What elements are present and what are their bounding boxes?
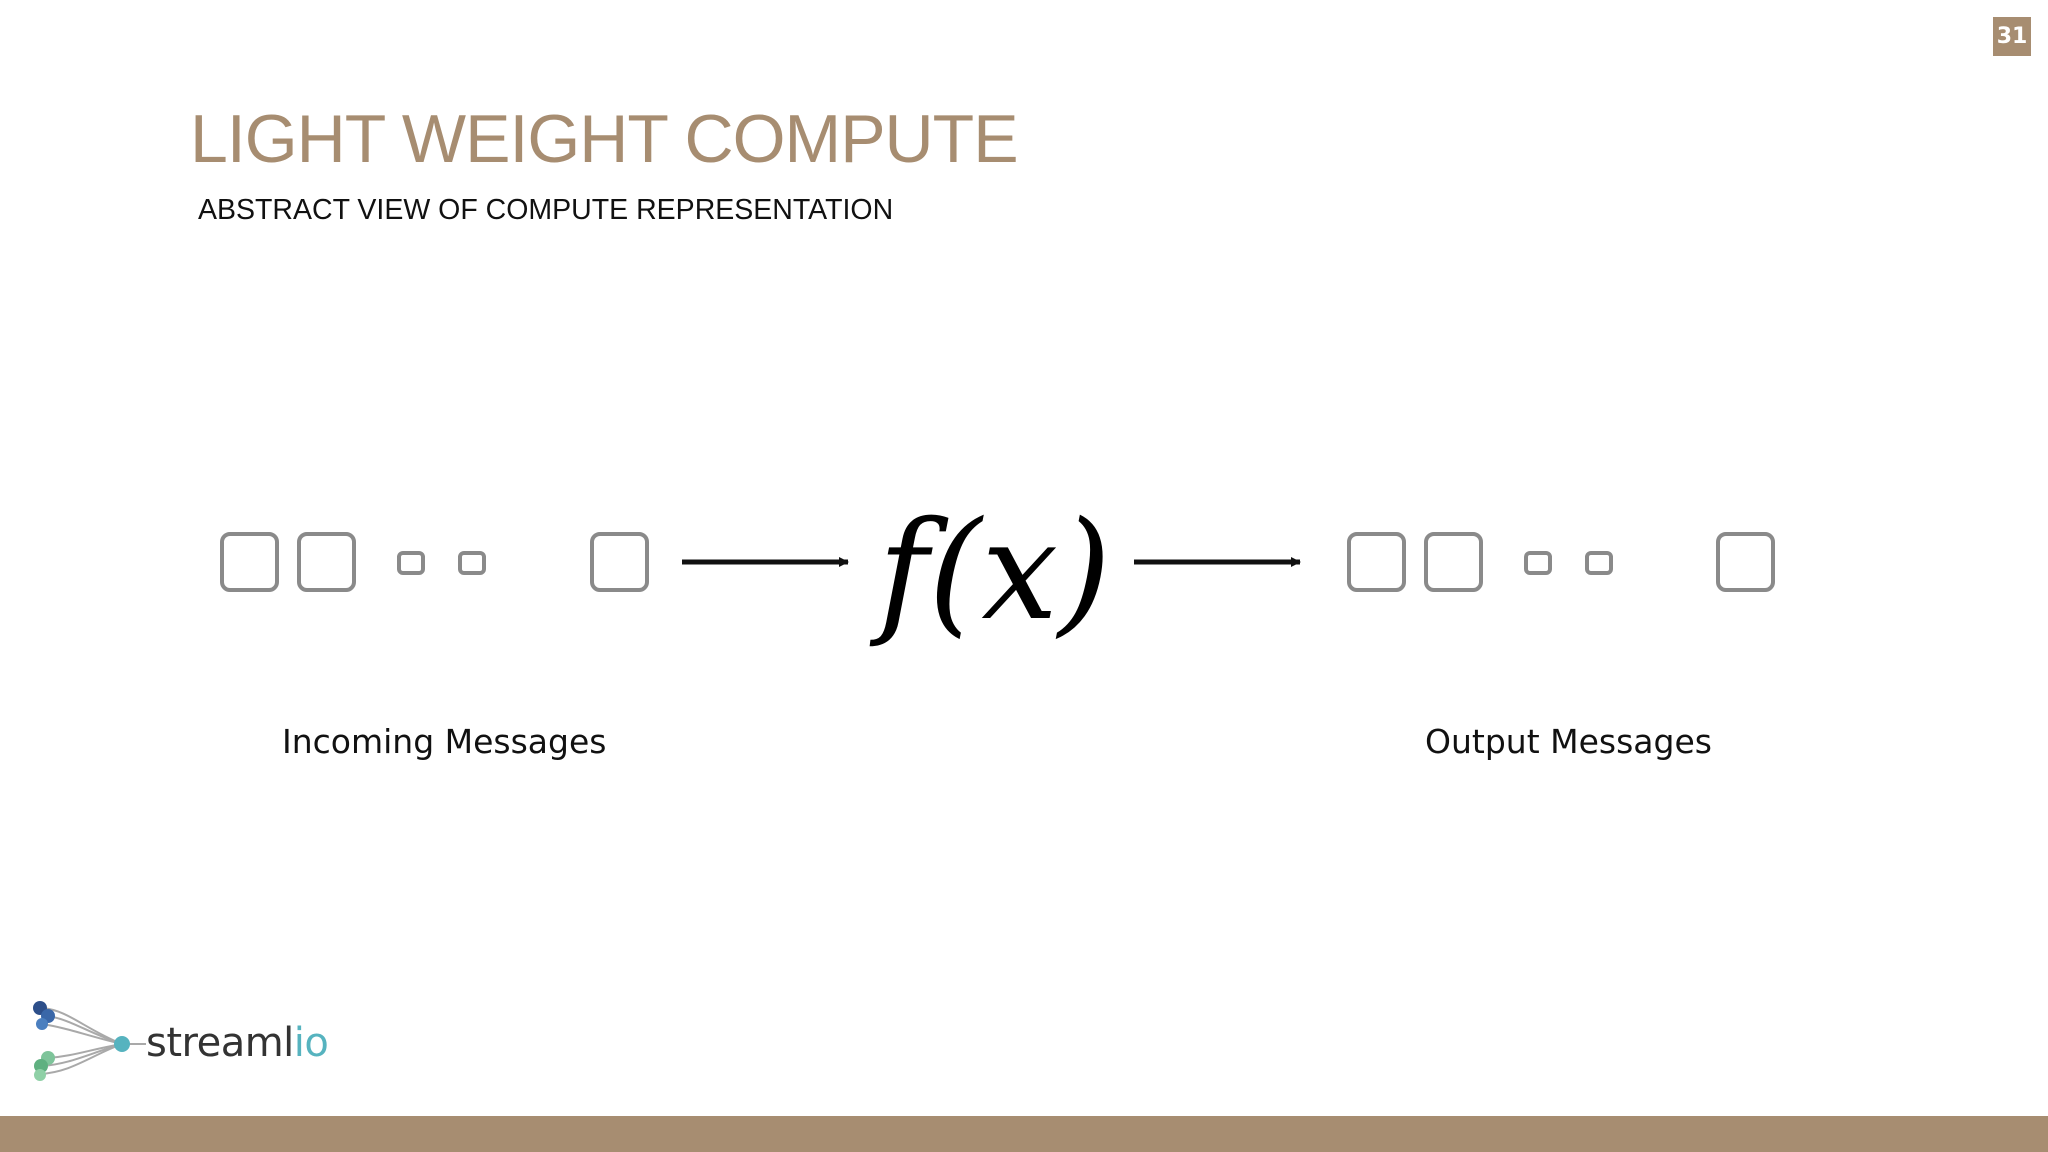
output-ellipsis-box — [1585, 551, 1613, 575]
incoming-message-box — [590, 532, 649, 592]
slide-title: LIGHT WEIGHT COMPUTE — [190, 101, 1019, 177]
output-ellipsis-box — [1524, 551, 1552, 575]
streamlio-logo: streamlio — [28, 998, 329, 1088]
output-message-box — [1716, 532, 1775, 592]
streamlio-wordmark: streamlio — [146, 1020, 329, 1066]
incoming-messages-label: Incoming Messages — [282, 722, 607, 761]
output-message-box — [1347, 532, 1406, 592]
footer-bar — [0, 1116, 2048, 1152]
output-message-box — [1424, 532, 1483, 592]
incoming-ellipsis-box — [397, 551, 425, 575]
slide-subtitle: ABSTRACT VIEW OF COMPUTE REPRESENTATION — [198, 194, 894, 226]
incoming-ellipsis-box — [458, 551, 486, 575]
output-messages-group — [1347, 532, 1775, 592]
page-number-badge: 31 — [1993, 17, 2031, 56]
incoming-message-box — [220, 532, 279, 592]
streamlio-logo-icon — [33, 1001, 146, 1081]
incoming-messages-group — [220, 532, 649, 592]
wordmark-main: streaml — [146, 1020, 294, 1066]
function-label: f(x) — [869, 493, 1111, 651]
incoming-message-box — [297, 532, 356, 592]
output-messages-label: Output Messages — [1425, 722, 1712, 761]
wordmark-accent: io — [293, 1020, 329, 1066]
